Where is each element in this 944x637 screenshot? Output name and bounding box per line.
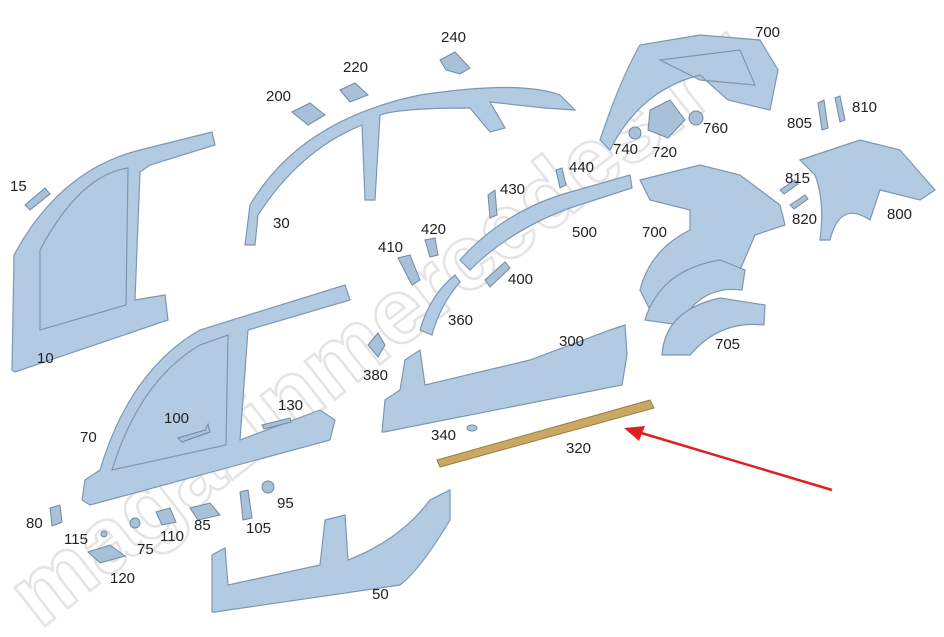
label-760[interactable]: 760 [703, 120, 728, 137]
label-380[interactable]: 380 [363, 367, 388, 384]
part-400[interactable] [484, 261, 511, 288]
callout-labels: 10 15 30 50 70 75 80 85 95 100 105 110 1… [10, 24, 912, 603]
part-75[interactable] [129, 517, 141, 529]
part-50[interactable] [211, 489, 451, 613]
red-arrow [624, 426, 833, 492]
part-700-upper[interactable] [599, 34, 779, 152]
part-300[interactable] [381, 324, 628, 433]
label-340[interactable]: 340 [431, 427, 456, 444]
part-240[interactable] [439, 51, 471, 75]
label-30[interactable]: 30 [273, 215, 290, 232]
part-10[interactable] [11, 131, 216, 373]
label-700-lower[interactable]: 700 [642, 224, 667, 241]
part-705[interactable] [661, 297, 766, 356]
label-105[interactable]: 105 [246, 520, 271, 537]
part-810[interactable] [834, 95, 846, 123]
label-360[interactable]: 360 [448, 312, 473, 329]
part-130[interactable] [261, 417, 292, 430]
label-10[interactable]: 10 [37, 350, 54, 367]
label-75[interactable]: 75 [137, 541, 154, 558]
label-700-upper[interactable]: 700 [755, 24, 780, 41]
label-300[interactable]: 300 [559, 333, 584, 350]
label-220[interactable]: 220 [343, 59, 368, 76]
part-115[interactable] [100, 530, 108, 538]
label-200[interactable]: 200 [266, 88, 291, 105]
part-760[interactable] [688, 110, 704, 126]
label-740[interactable]: 740 [613, 141, 638, 158]
part-500[interactable] [459, 174, 633, 271]
part-420[interactable] [424, 237, 439, 258]
label-820[interactable]: 820 [792, 211, 817, 228]
label-800[interactable]: 800 [887, 206, 912, 223]
part-430[interactable] [487, 189, 498, 219]
label-130[interactable]: 130 [278, 397, 303, 414]
label-430[interactable]: 430 [500, 181, 525, 198]
part-85[interactable] [189, 502, 221, 521]
part-95[interactable] [261, 480, 275, 494]
label-50[interactable]: 50 [372, 586, 389, 603]
part-30[interactable] [244, 86, 577, 246]
part-380[interactable] [367, 332, 386, 358]
part-740[interactable] [628, 126, 642, 140]
part-110[interactable] [155, 507, 177, 526]
label-440[interactable]: 440 [569, 159, 594, 176]
label-85[interactable]: 85 [194, 517, 211, 534]
part-15[interactable] [24, 187, 51, 211]
label-320[interactable]: 320 [566, 440, 591, 457]
label-110[interactable]: 110 [160, 528, 184, 545]
part-105[interactable] [239, 489, 253, 521]
label-705[interactable]: 705 [715, 336, 740, 353]
part-320-highlighted[interactable] [436, 399, 655, 468]
part-100[interactable] [177, 422, 211, 443]
part-200[interactable] [291, 102, 326, 126]
label-410[interactable]: 410 [378, 239, 403, 256]
part-410[interactable] [397, 254, 421, 286]
part-440[interactable] [555, 167, 567, 189]
part-220[interactable] [339, 82, 369, 103]
part-340[interactable] [466, 424, 478, 432]
label-500[interactable]: 500 [572, 224, 597, 241]
label-805[interactable]: 805 [787, 115, 812, 132]
part-720[interactable] [647, 99, 686, 139]
label-100[interactable]: 100 [164, 410, 189, 427]
label-400[interactable]: 400 [508, 271, 533, 288]
part-80[interactable] [49, 504, 63, 527]
part-815[interactable] [779, 179, 799, 195]
part-120[interactable] [87, 544, 127, 564]
label-420[interactable]: 420 [421, 221, 446, 238]
part-360[interactable] [419, 274, 461, 336]
label-115[interactable]: 115 [64, 531, 88, 548]
label-120[interactable]: 120 [110, 570, 135, 587]
label-80[interactable]: 80 [26, 515, 43, 532]
label-15[interactable]: 15 [10, 178, 27, 195]
label-95[interactable]: 95 [277, 495, 294, 512]
label-240[interactable]: 240 [441, 29, 466, 46]
label-70[interactable]: 70 [80, 429, 97, 446]
part-805[interactable] [817, 99, 829, 131]
part-700-lower[interactable] [639, 164, 786, 326]
part-820[interactable] [789, 194, 809, 210]
label-720[interactable]: 720 [652, 144, 677, 161]
label-810[interactable]: 810 [852, 99, 877, 116]
part-800[interactable] [798, 139, 936, 241]
label-815[interactable]: 815 [785, 170, 810, 187]
